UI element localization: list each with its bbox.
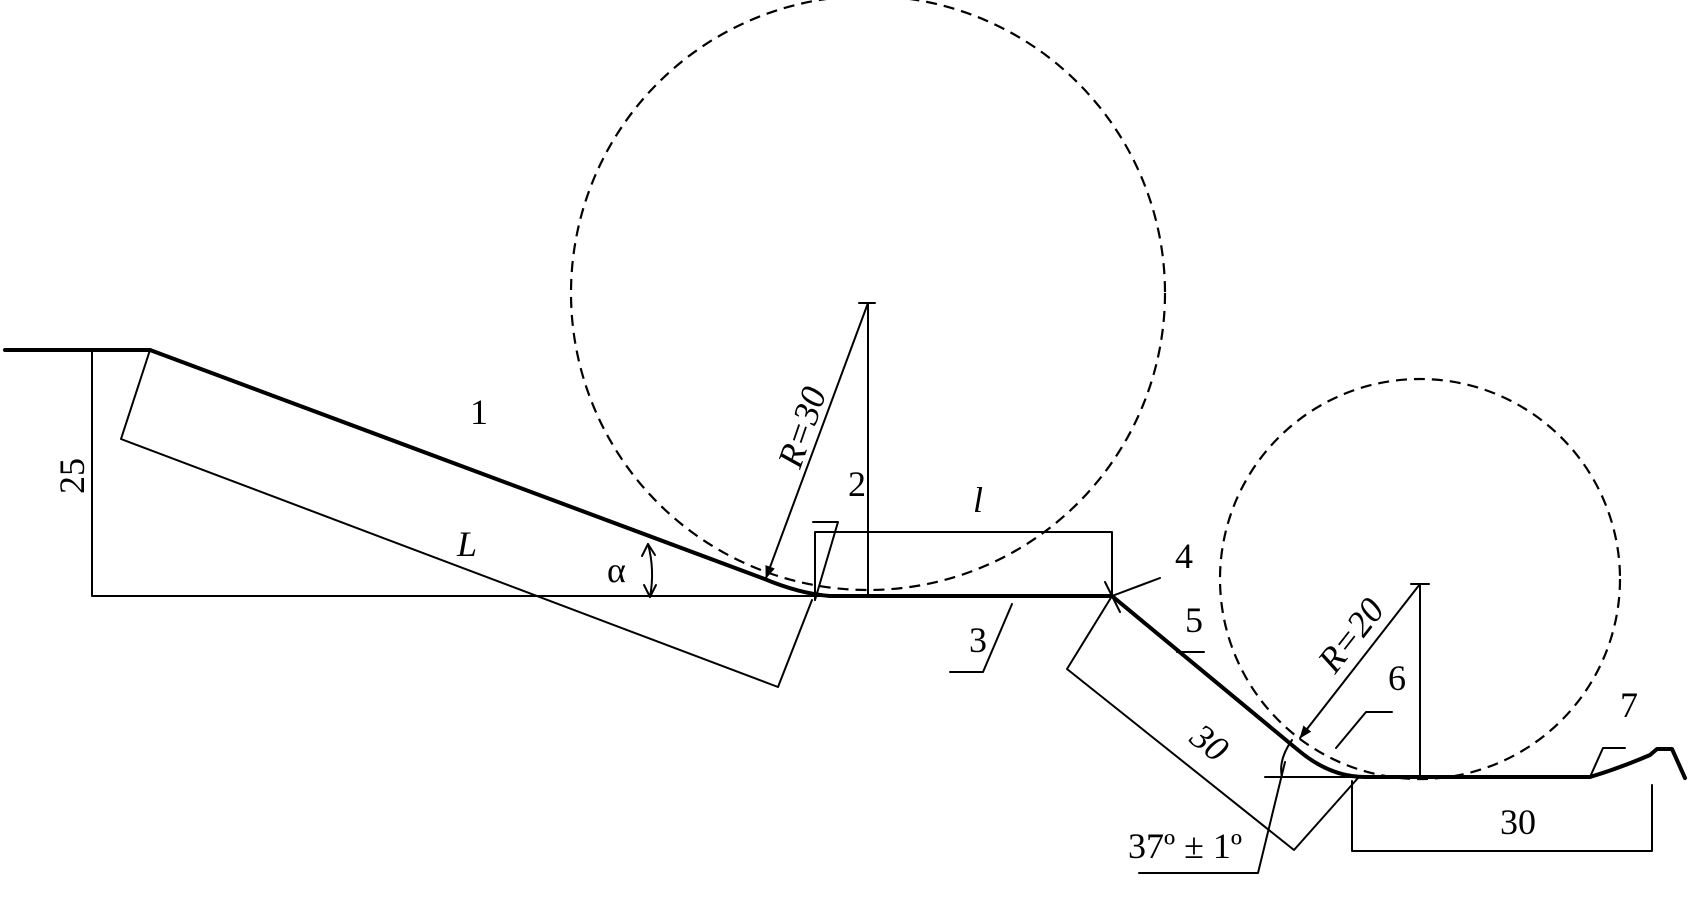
radius-30-center-mark: [858, 302, 876, 597]
leader-6: [1335, 711, 1393, 749]
radius-20-center-mark: [1410, 583, 1430, 778]
leader-2: [812, 521, 839, 601]
large-radius-circle: [569, 0, 1167, 592]
label-part-1: 1: [470, 392, 488, 432]
label-length-L: L: [456, 524, 477, 564]
radius-20-arrow: [1299, 583, 1421, 739]
leader-3: [949, 603, 1013, 673]
height-dimension-lines: [91, 349, 831, 597]
label-slope-30: 30: [1182, 715, 1236, 769]
slope-30-dimension: [1066, 595, 1359, 851]
label-part-4: 4: [1175, 536, 1193, 576]
radius-30-arrow: [765, 302, 869, 579]
length-l-dimension: [814, 531, 1113, 601]
leader-4: [1104, 577, 1161, 613]
profile-lip-7: [1588, 747, 1687, 780]
label-angle-alpha: α: [607, 550, 626, 590]
label-part-2: 2: [848, 464, 866, 504]
profile-ramp-5: [1110, 594, 1367, 779]
label-part-3: 3: [969, 620, 987, 660]
label-radius-30: R=30: [769, 382, 834, 474]
label-length-l: l: [973, 480, 983, 520]
angle-alpha-arrows: [641, 543, 657, 598]
flat-30-dimension: [1351, 780, 1653, 852]
leader-7: [1589, 747, 1626, 778]
label-height-25: 25: [52, 458, 92, 494]
angle-alpha-arc: [647, 543, 654, 598]
label-angle-37: 37º ± 1º: [1128, 826, 1242, 866]
label-part-7: 7: [1620, 685, 1638, 725]
label-part-6: 6: [1388, 658, 1406, 698]
length-L-dimension: [120, 349, 813, 688]
profile-ramp-1: [148, 348, 832, 598]
label-flat-30: 30: [1500, 802, 1536, 842]
angle-37-leader: [1138, 761, 1286, 874]
label-part-5: 5: [1185, 600, 1203, 640]
